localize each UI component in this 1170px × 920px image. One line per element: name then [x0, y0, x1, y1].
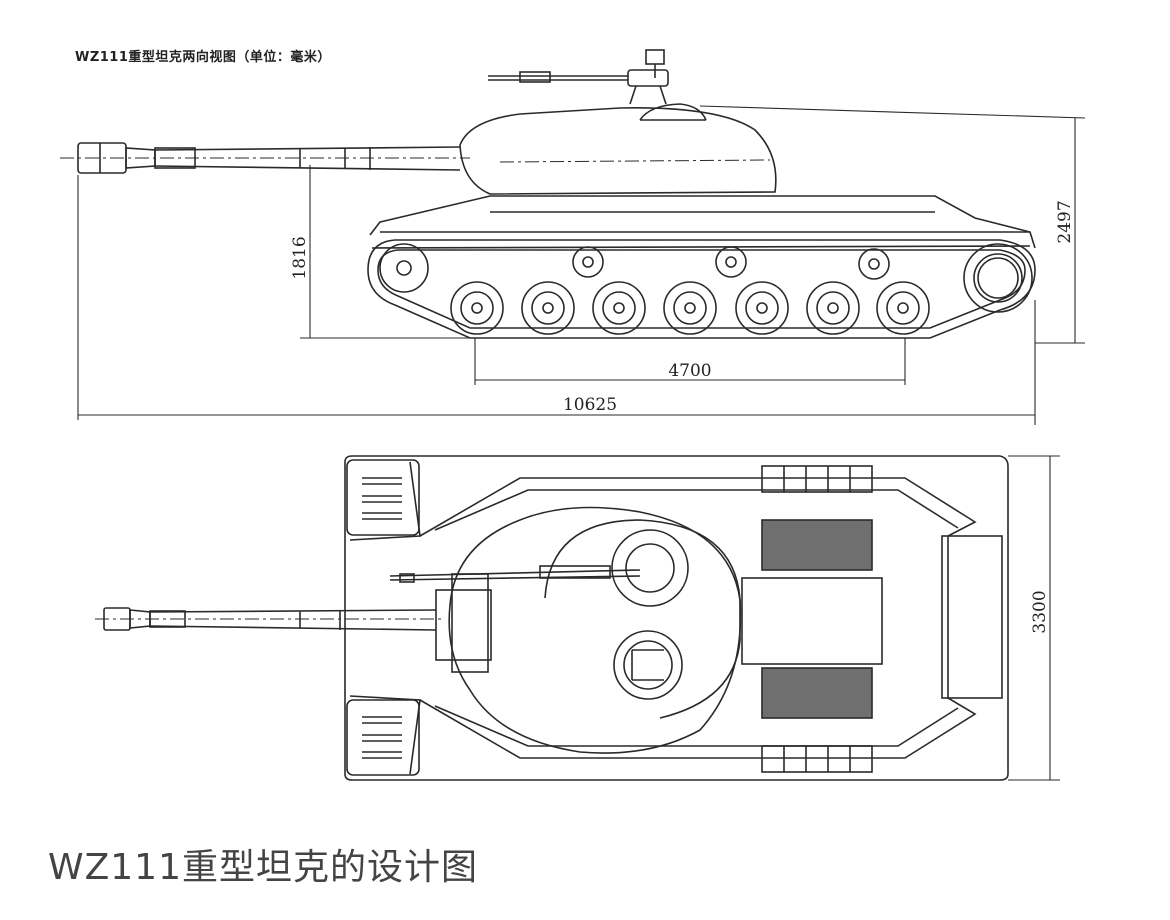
dim-label-total-length: 10625	[563, 395, 617, 415]
top-front-fenders	[346, 459, 420, 776]
side-view	[60, 49, 1086, 425]
top-gun-barrel	[95, 565, 641, 631]
top-engine-grilles	[741, 519, 1003, 719]
side-idler-wheel	[379, 243, 429, 293]
top-view	[95, 455, 1060, 781]
dim-label-total-height: 2497	[1055, 200, 1075, 243]
top-turret	[435, 506, 742, 754]
figure-title: WZ111重型坦克两向视图（单位：毫米）	[75, 50, 331, 65]
side-drive-sprocket	[963, 243, 1033, 313]
top-hull-outline	[344, 455, 1009, 781]
side-track	[367, 239, 1036, 339]
dim-label-height-to-gun: 1816	[290, 236, 310, 279]
dim-label-width: 3300	[1030, 590, 1050, 633]
top-dimension-lines	[1008, 455, 1060, 781]
side-hull	[369, 195, 1036, 249]
top-stowage-boxes	[761, 465, 873, 773]
side-return-rollers	[572, 246, 890, 280]
dim-label-wheelbase: 4700	[668, 361, 711, 381]
side-dimension-lines	[77, 105, 1086, 425]
side-gun-barrel	[60, 142, 470, 174]
side-turret	[459, 49, 777, 195]
figure-caption: WZ111重型坦克的设计图	[48, 847, 478, 888]
side-road-wheels	[450, 281, 930, 335]
